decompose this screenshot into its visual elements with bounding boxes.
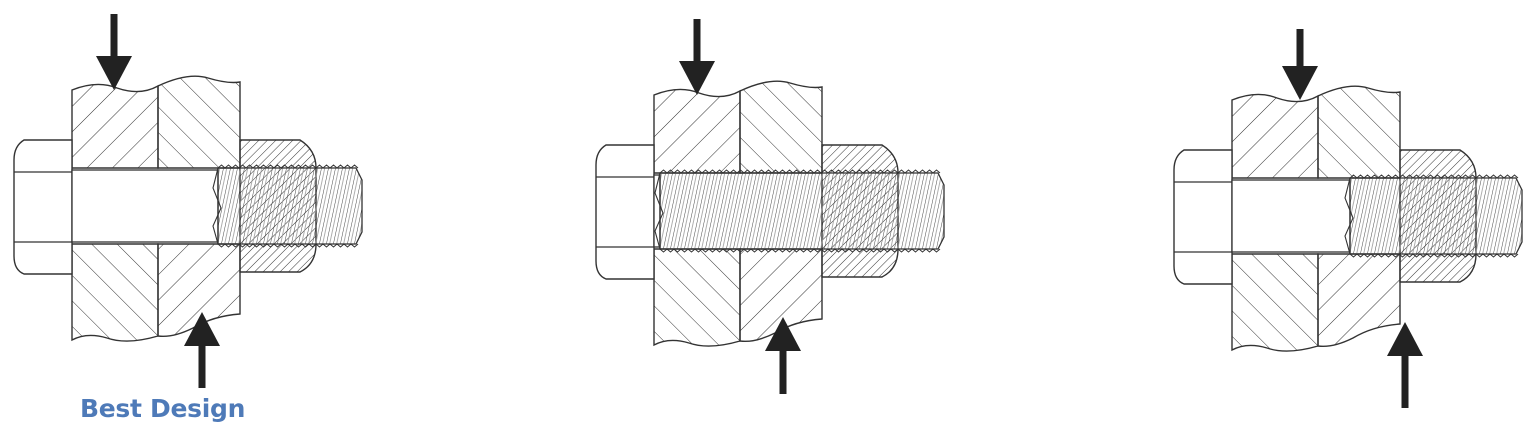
- thread-crest-top: [1349, 174, 1519, 179]
- arrow-up-head: [1387, 322, 1423, 356]
- arrow-down-head: [1282, 66, 1318, 100]
- bolt-head: [1173, 149, 1233, 285]
- bolt-joint-partial-thread: [1173, 29, 1523, 408]
- thread-runout: [1344, 177, 1354, 255]
- upper-plate-left: [1231, 93, 1319, 179]
- arrow-down-shaft: [1296, 29, 1304, 66]
- upper-plate-right: [1317, 85, 1401, 179]
- thread-runout: [654, 172, 664, 250]
- bolt-shank-plain: [1231, 179, 1351, 253]
- thread-crest-bottom: [217, 243, 359, 248]
- thread-runout: [212, 167, 222, 245]
- lower-plate-right: [1317, 253, 1401, 348]
- arrow-up-shaft: [198, 346, 206, 388]
- bolt-joint-fully-threaded: [595, 19, 945, 394]
- bolt-head: [13, 139, 73, 275]
- arrow-up-head: [184, 312, 220, 346]
- bolt-thread: [659, 172, 945, 250]
- bolt-thread: [217, 167, 363, 245]
- arrow-up-head: [765, 317, 801, 351]
- lower-plate-left: [71, 243, 159, 342]
- thread-crest-bottom: [659, 248, 941, 253]
- thread-crest-bottom: [1349, 253, 1519, 258]
- thread-crest-top: [659, 169, 941, 174]
- thread-crest-top: [217, 164, 359, 169]
- lower-plate-left: [1231, 253, 1319, 352]
- upper-plate-left: [71, 83, 159, 169]
- bolt-head: [595, 144, 655, 280]
- arrow-down-head: [679, 61, 715, 95]
- arrow-down-head: [96, 56, 132, 90]
- bolt-joint-best-design: [13, 14, 363, 388]
- arrow-up-shaft: [779, 351, 787, 394]
- arrow-up-shaft: [1401, 356, 1409, 408]
- best-design-caption: Best Design: [80, 394, 246, 423]
- bolt-shank-plain: [71, 169, 219, 243]
- bolt-thread: [1349, 177, 1523, 255]
- arrow-down-shaft: [693, 19, 701, 61]
- lower-plate-left: [653, 248, 741, 347]
- lower-plate-right: [157, 243, 241, 338]
- arrow-down-shaft: [110, 14, 118, 56]
- upper-plate-right: [157, 75, 241, 169]
- upper-plate-right: [739, 80, 823, 174]
- upper-plate-left: [653, 88, 741, 174]
